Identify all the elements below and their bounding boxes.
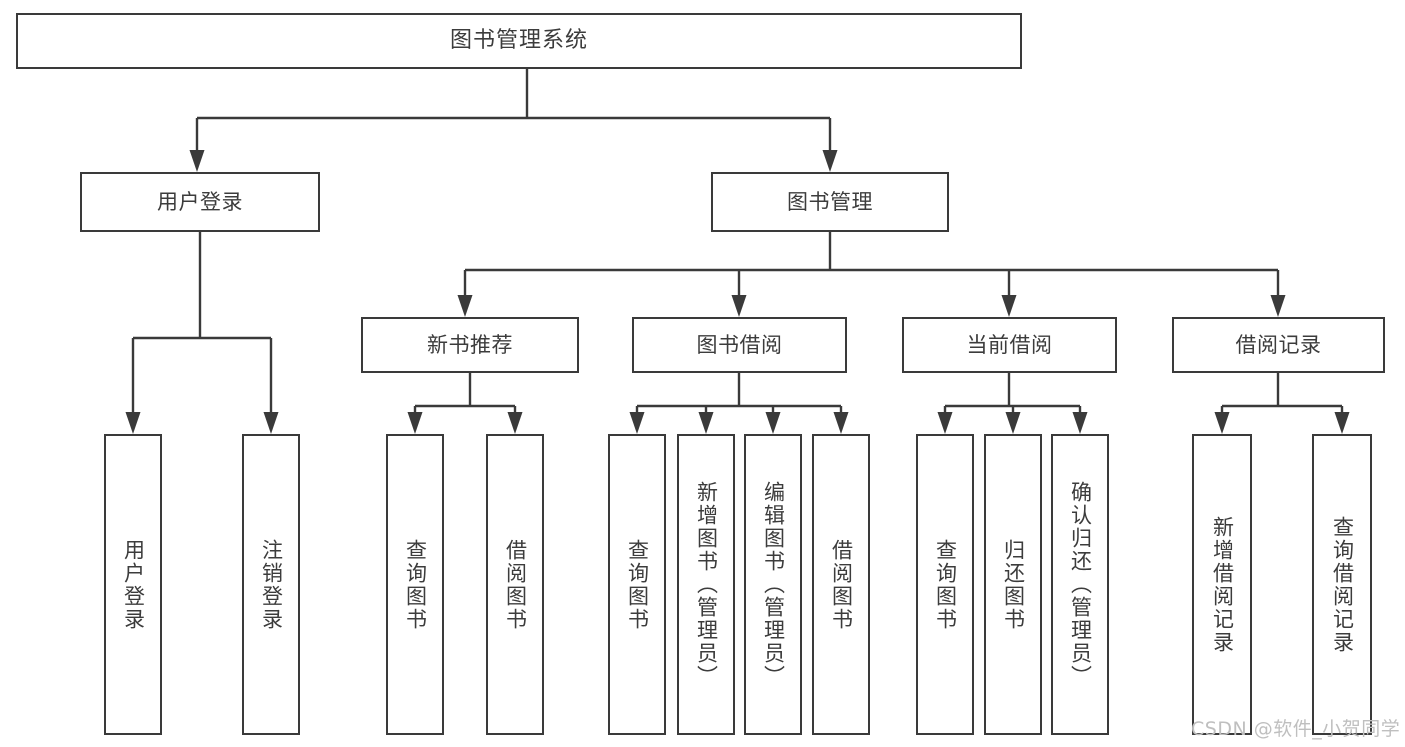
node-leaf-query-book-current-label: 查询图书	[933, 538, 958, 631]
csdn-watermark: CSDN @软件_小贺同学	[1191, 718, 1401, 740]
node-leaf-edit-book-label: 编辑图书（管理员）	[761, 481, 786, 688]
arrow-to-book-manage-head	[822, 150, 838, 172]
node-leaf-query-book-rec-label: 查询图书	[403, 538, 428, 631]
node-leaf-add-borrow-record-label: 新增借阅记录	[1210, 515, 1235, 654]
node-leaf-query-borrow-record[interactable]: 查询借阅记录	[1312, 434, 1372, 735]
node-leaf-query-book-rec[interactable]: 查询图书	[386, 434, 444, 735]
node-book-borrow[interactable]: 图书借阅	[632, 317, 847, 373]
node-leaf-return-book[interactable]: 归还图书	[984, 434, 1042, 735]
node-book-borrow-label: 图书借阅	[696, 332, 783, 357]
arrow-to-user-login-head	[189, 150, 205, 172]
arrow-to-current-borrow-head	[1001, 295, 1017, 317]
arrow-to-l3-user-login-head	[125, 412, 141, 434]
arrow-to-l3-add-record-head	[1214, 412, 1230, 434]
arrow-to-l3-borrow-book-a-head	[507, 412, 523, 434]
node-leaf-logout[interactable]: 注销登录	[242, 434, 300, 735]
node-book-manage[interactable]: 图书管理	[711, 172, 949, 232]
arrow-to-l3-edit-book-head	[765, 412, 781, 434]
node-leaf-add-book-label: 新增图书（管理员）	[694, 481, 719, 688]
node-current-borrow-label: 当前借阅	[966, 332, 1053, 357]
node-current-borrow[interactable]: 当前借阅	[902, 317, 1117, 373]
node-borrow-record-label: 借阅记录	[1235, 332, 1322, 357]
node-new-book-recommend-label: 新书推荐	[427, 332, 513, 357]
node-leaf-logout-label: 注销登录	[259, 538, 284, 631]
node-user-login-label: 用户登录	[157, 189, 243, 214]
node-leaf-query-book-current[interactable]: 查询图书	[916, 434, 974, 735]
node-leaf-add-borrow-record[interactable]: 新增借阅记录	[1192, 434, 1252, 735]
arrow-to-l3-confirm-return-head	[1072, 412, 1088, 434]
node-book-manage-label: 图书管理	[787, 189, 873, 214]
arrow-to-l3-borrow-book-b-head	[833, 412, 849, 434]
node-borrow-record[interactable]: 借阅记录	[1172, 317, 1385, 373]
arrow-to-l3-query-record-head	[1334, 412, 1350, 434]
node-new-book-recommend[interactable]: 新书推荐	[361, 317, 579, 373]
arrow-to-l3-add-book-head	[698, 412, 714, 434]
node-leaf-user-login-label: 用户登录	[121, 538, 146, 631]
node-leaf-borrow-book-label: 借阅图书	[829, 538, 854, 631]
node-leaf-query-borrow-record-label: 查询借阅记录	[1330, 515, 1355, 654]
arrow-to-l3-query-book-c-head	[937, 412, 953, 434]
node-leaf-return-book-label: 归还图书	[1001, 538, 1026, 631]
node-leaf-borrow-book-rec[interactable]: 借阅图书	[486, 434, 544, 735]
arrow-to-new-book-rec-head	[457, 295, 473, 317]
node-leaf-edit-book[interactable]: 编辑图书（管理员）	[744, 434, 802, 735]
node-leaf-add-book[interactable]: 新增图书（管理员）	[677, 434, 735, 735]
node-root[interactable]: 图书管理系统	[16, 13, 1022, 69]
arrow-to-l3-query-book-a-head	[407, 412, 423, 434]
node-leaf-confirm-return[interactable]: 确认归还（管理员）	[1051, 434, 1109, 735]
node-leaf-query-book-borrow-label: 查询图书	[625, 538, 650, 631]
node-leaf-borrow-book[interactable]: 借阅图书	[812, 434, 870, 735]
node-root-label: 图书管理系统	[449, 28, 588, 54]
arrow-to-l3-logout-head	[263, 412, 279, 434]
connector-group	[125, 69, 1350, 434]
arrow-to-l3-query-book-b-head	[629, 412, 645, 434]
node-user-login[interactable]: 用户登录	[80, 172, 320, 232]
node-leaf-user-login[interactable]: 用户登录	[104, 434, 162, 735]
node-leaf-confirm-return-label: 确认归还（管理员）	[1068, 481, 1093, 688]
node-leaf-borrow-book-rec-label: 借阅图书	[503, 538, 528, 631]
arrow-to-l3-return-book-head	[1005, 412, 1021, 434]
arrow-to-book-borrow-head	[731, 295, 747, 317]
arrow-to-borrow-record-head	[1270, 295, 1286, 317]
node-leaf-query-book-borrow[interactable]: 查询图书	[608, 434, 666, 735]
